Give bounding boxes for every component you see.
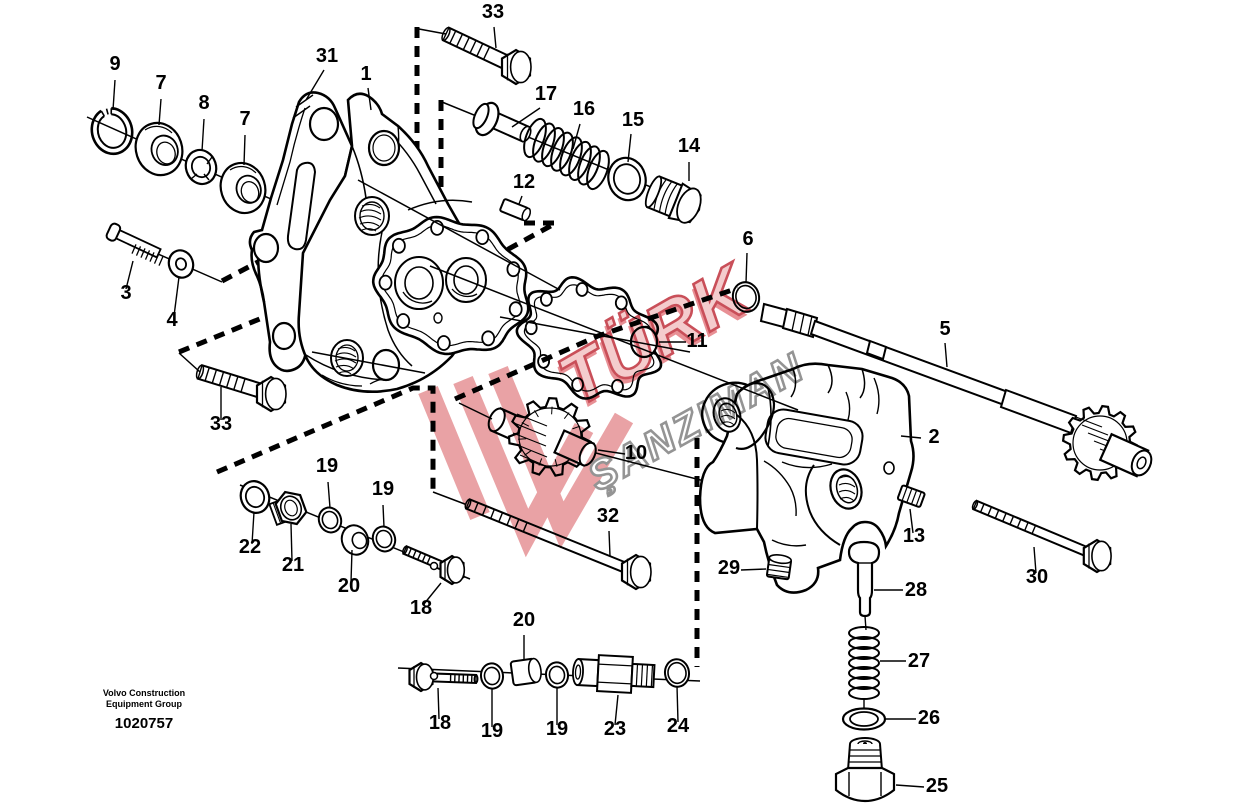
svg-text:19: 19 [546, 718, 568, 740]
svg-text:23: 23 [604, 718, 626, 740]
svg-text:15: 15 [622, 109, 644, 131]
svg-text:1: 1 [360, 63, 371, 85]
svg-text:16: 16 [573, 98, 595, 120]
svg-text:13: 13 [903, 525, 925, 547]
svg-text:2: 2 [928, 426, 939, 448]
svg-text:3: 3 [120, 282, 131, 304]
svg-text:31: 31 [316, 45, 338, 67]
svg-text:32: 32 [597, 505, 619, 527]
svg-text:33: 33 [482, 1, 504, 23]
svg-text:27: 27 [908, 650, 930, 672]
svg-text:7: 7 [155, 72, 166, 94]
svg-text:1020757: 1020757 [115, 715, 173, 732]
svg-text:7: 7 [239, 108, 250, 130]
svg-text:18: 18 [429, 712, 451, 734]
svg-text:30: 30 [1026, 566, 1048, 588]
svg-text:14: 14 [678, 135, 701, 157]
svg-text:19: 19 [481, 720, 503, 742]
svg-text:28: 28 [905, 579, 927, 601]
svg-text:20: 20 [513, 609, 535, 631]
svg-text:19: 19 [316, 455, 338, 477]
svg-text:19: 19 [372, 478, 394, 500]
svg-text:8: 8 [198, 92, 209, 114]
svg-text:9: 9 [109, 53, 120, 75]
svg-text:6: 6 [742, 228, 753, 250]
svg-text:17: 17 [535, 83, 557, 105]
svg-text:10: 10 [625, 442, 647, 464]
svg-text:21: 21 [282, 554, 304, 576]
svg-text:Equipment Group: Equipment Group [106, 699, 182, 709]
svg-text:29: 29 [718, 557, 740, 579]
svg-text:26: 26 [918, 707, 940, 729]
svg-text:Volvo Construction: Volvo Construction [103, 688, 185, 698]
svg-text:5: 5 [939, 318, 950, 340]
svg-text:25: 25 [926, 775, 948, 797]
svg-text:4: 4 [166, 309, 178, 331]
svg-text:18: 18 [410, 597, 432, 619]
svg-text:20: 20 [338, 575, 360, 597]
svg-text:24: 24 [667, 715, 690, 737]
svg-text:12: 12 [513, 171, 535, 193]
svg-text:22: 22 [239, 536, 261, 558]
svg-text:33: 33 [210, 413, 232, 435]
svg-text:11: 11 [686, 330, 707, 352]
